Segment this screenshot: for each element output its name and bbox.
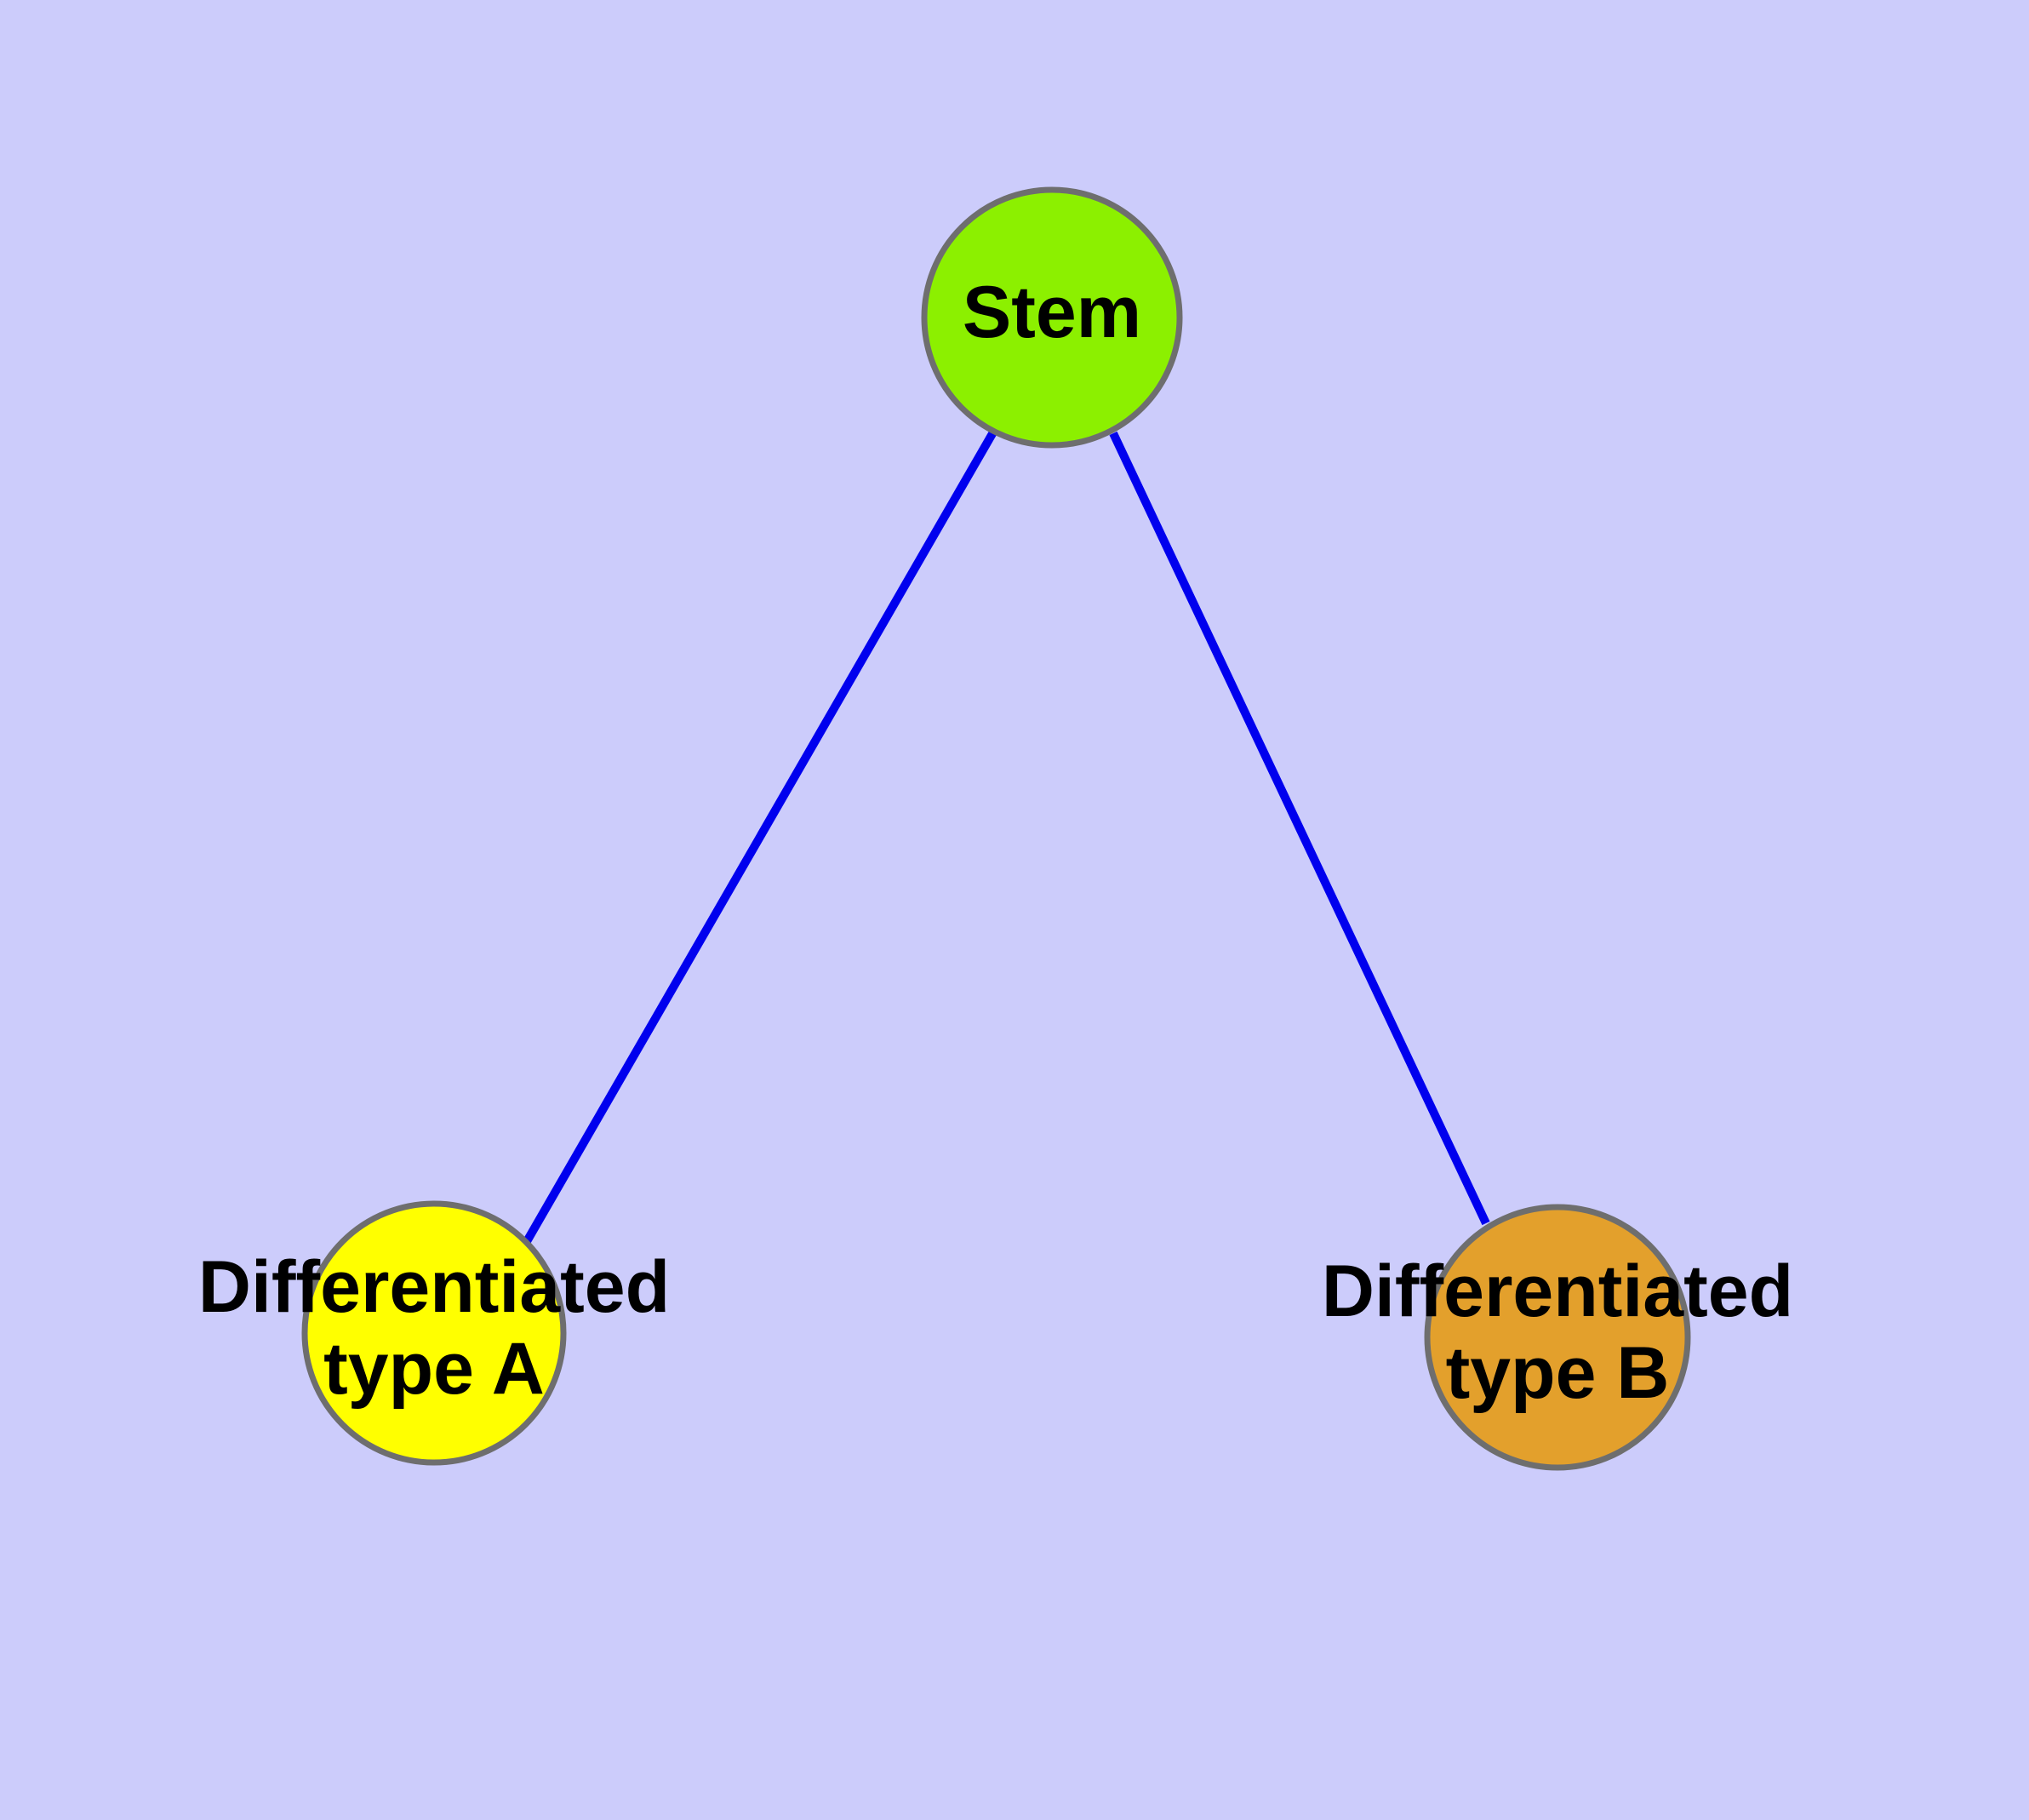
graph-node-stem[interactable]: [921, 186, 1183, 449]
graph-node-diff-a[interactable]: [301, 1200, 567, 1466]
graph-node-diff-b[interactable]: [1424, 1204, 1691, 1471]
node-circle-stem[interactable]: [921, 186, 1183, 449]
node-label-line: type B: [1446, 1332, 1670, 1414]
node-circle-diff-b[interactable]: [1424, 1204, 1691, 1471]
node-label-line: Differentiated: [198, 1246, 670, 1328]
graph-edge-stem-to-diff-b[interactable]: [1109, 431, 1490, 1226]
node-label-line: type A: [323, 1328, 545, 1410]
node-label-line: Stem: [963, 272, 1141, 353]
graph-edge-stem-to-diff-a[interactable]: [522, 428, 998, 1245]
edges-layer: [522, 428, 1490, 1245]
node-label-stem: Stem: [963, 272, 1141, 353]
node-circle-diff-a[interactable]: [301, 1200, 567, 1466]
node-label-line: Differentiated: [1322, 1251, 1793, 1332]
